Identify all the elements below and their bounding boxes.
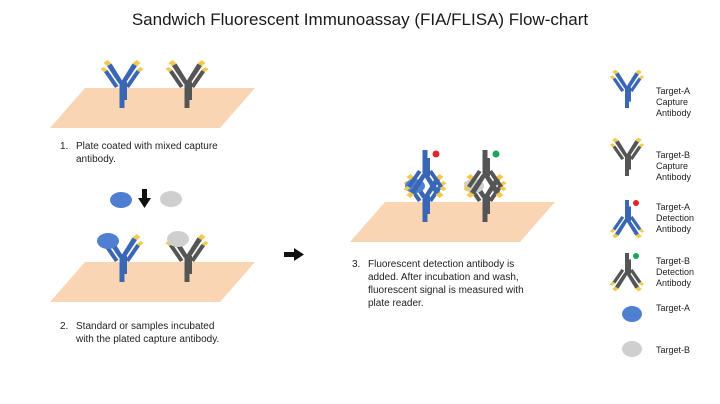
legend-label-target-a: Target-A [656, 303, 690, 314]
target-b-detection-antibody-icon [609, 253, 645, 292]
detection-antibody-a-step3 [403, 150, 447, 198]
legend-dye-a [633, 200, 639, 206]
step-3-number: 3. [352, 259, 361, 270]
legend-4-line-1: Target-A [656, 303, 691, 313]
step-3-line-2: added. After incubation and wash, [368, 272, 519, 283]
step-1-line-2: antibody. [76, 154, 116, 165]
legend-1-line-2: Capture [656, 161, 689, 171]
down-arrow-icon [138, 189, 151, 208]
bound-target-b-step2 [167, 231, 189, 247]
legend-3-line-1: Target-B [656, 256, 691, 266]
legend-2-line-2: Detection [656, 213, 695, 223]
legend-1-line-3: Antibody [656, 172, 692, 182]
step-2-text: 2. Standard or samples incubated with the… [60, 320, 219, 346]
step-1-line-1: Plate coated with mixed capture [76, 141, 218, 152]
step-1-text: 1. Plate coated with mixed capture antibo… [60, 140, 218, 166]
step-3-line-3: fluorescent signal is measured with [368, 285, 524, 296]
legend-2-line-3: Antibody [656, 224, 692, 234]
target-b-blob [160, 191, 182, 207]
step-3-text: 3. Fluorescent detection antibody is adde… [352, 258, 524, 310]
target-a-capture-antibody-icon [609, 69, 645, 108]
legend-3-line-3: Antibody [656, 278, 692, 288]
target-a-blob [110, 192, 132, 208]
step-2-number: 2. [60, 321, 69, 332]
detection-antibody-b-step3 [463, 150, 507, 198]
legend-0-line-2: Capture [656, 97, 689, 107]
plate-step3 [350, 202, 555, 242]
target-b-capture-antibody-icon [609, 137, 645, 176]
capture-antibody-b-step1 [165, 60, 209, 108]
legend-label-target-a-capture: Target-A Capture Antibody [656, 86, 691, 119]
target-b-icon [622, 341, 642, 357]
plate-step1 [50, 88, 255, 128]
legend-3-line-2: Detection [656, 267, 695, 277]
step-1-number: 1. [60, 141, 69, 152]
legend-label-target-a-detection: Target-A Detection Antibody [656, 202, 694, 235]
capture-antibody-a-step1 [100, 60, 144, 108]
legend-label-target-b-capture: Target-B Capture Antibody [656, 150, 691, 183]
bound-target-a-step2 [97, 233, 119, 249]
step-3-line-1: Fluorescent detection antibody is [368, 259, 515, 270]
legend-5-line-1: Target-B [656, 345, 691, 355]
step-2-line-2: with the plated capture antibody. [76, 334, 220, 345]
right-arrow-icon [284, 248, 304, 261]
plate-step2 [50, 262, 255, 302]
legend-1-line-1: Target-B [656, 150, 691, 160]
target-a-detection-antibody-icon [609, 200, 645, 239]
step-2-line-1: Standard or samples incubated [76, 321, 215, 332]
diagram-title: Sandwich Fluorescent Immunoassay (FIA/FL… [131, 10, 589, 29]
step-3-line-4: plate reader. [368, 298, 424, 309]
legend-label-target-b-detection: Target-B Detection Antibody [656, 256, 694, 289]
legend-0-line-3: Antibody [656, 108, 692, 118]
legend-2-line-1: Target-A [656, 202, 691, 212]
dye-a-step3 [432, 150, 440, 158]
legend-label-target-b: Target-B [656, 345, 690, 356]
legend-0-line-1: Target-A [656, 86, 691, 96]
dye-b-step3 [492, 150, 500, 158]
target-a-icon [622, 306, 642, 322]
legend-dye-b [633, 253, 639, 259]
